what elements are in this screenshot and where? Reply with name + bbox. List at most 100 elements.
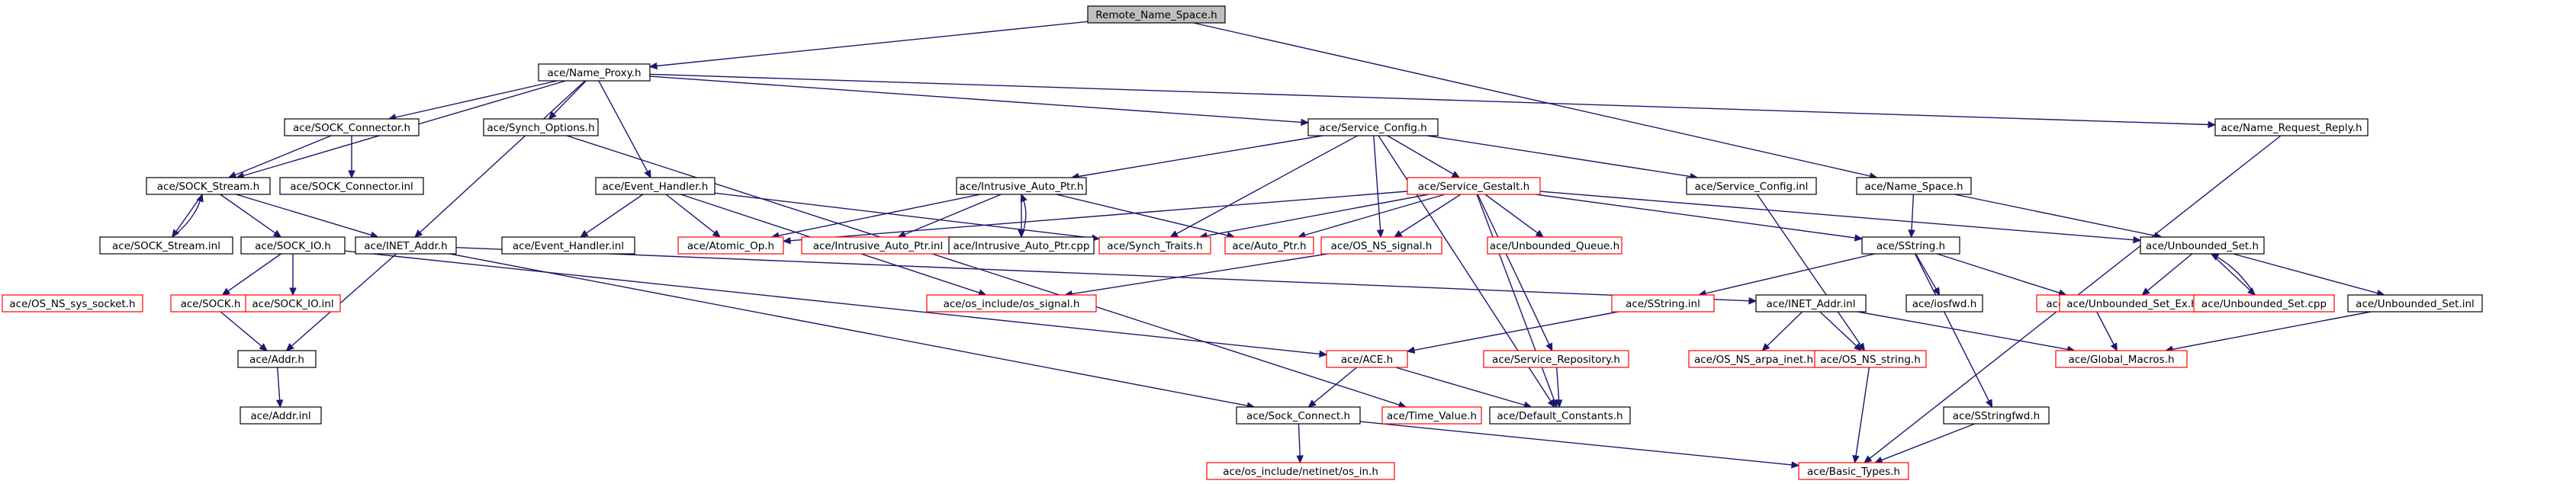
node-n42[interactable]: ace/Global_Macros.h (2055, 350, 2188, 368)
node-box[interactable] (2055, 350, 2188, 368)
node-n39[interactable]: ace/Service_Repository.h (1483, 350, 1629, 368)
node-box[interactable] (1307, 118, 1439, 136)
node-box[interactable] (1798, 462, 1909, 480)
node-n12[interactable]: ace/Name_Space.h (1856, 177, 1972, 195)
node-box[interactable] (677, 236, 784, 255)
edge-n31-to-n41 (1819, 311, 1857, 347)
node-box[interactable] (1206, 462, 1395, 480)
node-n35[interactable]: ace/Unbounded_Set.cpp (2193, 294, 2335, 313)
node-n34[interactable]: ace/Unbounded_Set_Ex.h (2059, 294, 2205, 313)
node-n23[interactable]: ace/Unbounded_Queue.h (1487, 236, 1622, 255)
node-box[interactable] (538, 63, 651, 82)
node-box[interactable] (284, 118, 420, 136)
node-box[interactable] (595, 177, 716, 195)
node-box[interactable] (2140, 236, 2265, 255)
node-n27[interactable]: ace/SOCK.h (170, 294, 251, 313)
node-n1[interactable]: ace/Name_Proxy.h (538, 63, 651, 82)
node-n32[interactable]: ace/iosfwd.h (1905, 294, 1983, 313)
node-n2[interactable]: ace/SOCK_Connector.h (284, 118, 420, 136)
node-n17[interactable]: ace/Atomic_Op.h (677, 236, 784, 255)
node-box[interactable] (1487, 236, 1622, 255)
edge-n14-to-n27 (227, 253, 281, 292)
node-box[interactable] (2, 294, 143, 313)
node-box[interactable] (1326, 350, 1408, 368)
node-box[interactable] (245, 294, 341, 313)
node-n14[interactable]: ace/SOCK_IO.h (240, 236, 346, 255)
node-box[interactable] (240, 236, 346, 255)
node-box[interactable] (237, 350, 317, 368)
node-box[interactable] (1755, 294, 1867, 313)
node-box[interactable] (99, 236, 233, 255)
node-n6[interactable]: ace/SOCK_Stream.h (146, 177, 271, 195)
node-n36[interactable]: ace/Unbounded_Set.inl (2347, 294, 2483, 313)
node-n20[interactable]: ace/Synch_Traits.h (1098, 236, 1211, 255)
node-n30[interactable]: ace/SString.inl (1611, 294, 1715, 313)
node-n19[interactable]: ace/Intrusive_Auto_Ptr.cpp (948, 236, 1095, 255)
node-box[interactable] (1098, 236, 1211, 255)
node-n28[interactable]: ace/SOCK_IO.inl (245, 294, 341, 313)
node-n3[interactable]: ace/Synch_Options.h (483, 118, 599, 136)
node-n25[interactable]: ace/Unbounded_Set.h (2140, 236, 2265, 255)
node-box[interactable] (1381, 406, 1482, 425)
node-n13[interactable]: ace/SOCK_Stream.inl (99, 236, 233, 255)
node-n31[interactable]: ace/INET_Addr.inl (1755, 294, 1867, 313)
node-n7[interactable]: ace/SOCK_Connector.inl (279, 177, 424, 195)
node-n47[interactable]: ace/SStringfwd.h (1943, 406, 2050, 425)
node-n26[interactable]: ace/OS_NS_sys_socket.h (2, 294, 143, 313)
node-n22[interactable]: ace/OS_NS_signal.h (1320, 236, 1442, 255)
node-n43[interactable]: ace/Addr.inl (240, 406, 322, 425)
node-box[interactable] (1611, 294, 1715, 313)
node-n4[interactable]: ace/Service_Config.h (1307, 118, 1439, 136)
node-n10[interactable]: ace/Service_Gestalt.h (1407, 177, 1541, 195)
node-n16[interactable]: ace/Event_Handler.inl (501, 236, 635, 255)
node-n9[interactable]: ace/Intrusive_Auto_Ptr.h (956, 177, 1087, 195)
node-box[interactable] (2193, 294, 2335, 313)
edge-arrowhead-n10-to-n23 (1535, 229, 1545, 238)
node-n5[interactable]: ace/Name_Request_Reply.h (2214, 118, 2369, 136)
node-box[interactable] (355, 236, 457, 255)
node-box[interactable] (483, 118, 599, 136)
node-box[interactable] (926, 294, 1097, 313)
node-n40[interactable]: ace/OS_NS_arpa_inet.h (1688, 350, 1819, 368)
node-n15[interactable]: ace/INET_Addr.h (355, 236, 457, 255)
node-n37[interactable]: ace/Addr.h (237, 350, 317, 368)
node-n24[interactable]: ace/SString.h (1861, 236, 1960, 255)
node-n45[interactable]: ace/Time_Value.h (1381, 406, 1482, 425)
node-box[interactable] (501, 236, 635, 255)
node-box[interactable] (1483, 350, 1629, 368)
node-n18[interactable]: ace/Intrusive_Auto_Ptr.inl (801, 236, 955, 255)
node-box[interactable] (1236, 406, 1361, 425)
node-box[interactable] (2347, 294, 2483, 313)
node-box[interactable] (279, 177, 424, 195)
node-n0[interactable]: Remote_Name_Space.h (1087, 5, 1226, 24)
node-n8[interactable]: ace/Event_Handler.h (595, 177, 716, 195)
node-box[interactable] (1943, 406, 2050, 425)
node-box[interactable] (1861, 236, 1960, 255)
node-n49[interactable]: ace/Basic_Types.h (1798, 462, 1909, 480)
node-box[interactable] (956, 177, 1087, 195)
node-box[interactable] (1320, 236, 1442, 255)
node-box[interactable] (1407, 177, 1541, 195)
node-n11[interactable]: ace/Service_Config.inl (1686, 177, 1817, 195)
node-n29[interactable]: ace/os_include/os_signal.h (926, 294, 1097, 313)
node-label: ace/Synch_Traits.h (1107, 240, 1202, 252)
node-box[interactable] (240, 406, 322, 425)
node-n44[interactable]: ace/Sock_Connect.h (1236, 406, 1361, 425)
node-box[interactable] (1814, 350, 1927, 368)
edge-arrowhead-n1-to-n15 (414, 229, 423, 238)
node-n21[interactable]: ace/Auto_Ptr.h (1224, 236, 1314, 255)
node-box[interactable] (1087, 5, 1226, 24)
node-box[interactable] (948, 236, 1095, 255)
node-n38[interactable]: ace/ACE.h (1326, 350, 1408, 368)
node-box[interactable] (1686, 177, 1817, 195)
node-box[interactable] (1489, 406, 1631, 425)
node-box[interactable] (1905, 294, 1983, 313)
node-box[interactable] (1856, 177, 1972, 195)
node-box[interactable] (146, 177, 271, 195)
node-n41[interactable]: ace/OS_NS_string.h (1814, 350, 1927, 368)
node-n48[interactable]: ace/os_include/netinet/os_in.h (1206, 462, 1395, 480)
node-n46[interactable]: ace/Default_Constants.h (1489, 406, 1631, 425)
node-box[interactable] (1224, 236, 1314, 255)
node-box[interactable] (2214, 118, 2369, 136)
node-label: ace/Addr.inl (250, 410, 310, 422)
